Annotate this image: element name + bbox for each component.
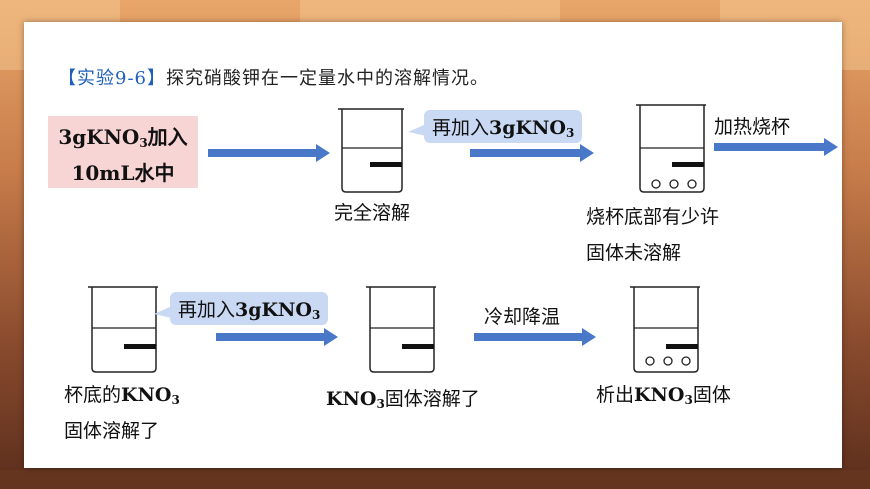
flow-arrows: [208, 138, 838, 346]
arrow-3: [714, 138, 838, 156]
beaker-heated: [88, 286, 158, 373]
step4-bubble: 再加入3gKNO3: [154, 292, 329, 325]
arrow-2: [470, 144, 594, 162]
start-condition-box: 3gKNO3加入 10mL水中: [48, 116, 198, 188]
arrow-4: [216, 328, 338, 346]
background-floor: [0, 470, 870, 489]
step3-result-line1: 杯底的KNO3: [64, 384, 180, 407]
arrow-5: [474, 328, 596, 346]
start-line1: 3gKNO3加入: [58, 125, 188, 150]
step3-result-line2: 固体溶解了: [64, 420, 160, 442]
step4-result: KNO3固体溶解了: [326, 388, 480, 411]
step2-arrow-label: 加热烧杯: [714, 116, 791, 138]
step1-bubble: 再加入3gKNO3: [408, 110, 583, 143]
experiment-title: 探究硝酸钾在一定量水中的溶解情况。: [166, 68, 489, 89]
step2-result-line2: 固体未溶解: [586, 242, 682, 264]
step1-result: 完全溶解: [334, 202, 411, 224]
experiment-tag: 【实验9-6】: [58, 68, 166, 89]
arrow-1: [208, 144, 330, 162]
step2-result-line1: 烧杯底部有少许: [586, 206, 720, 228]
beaker-dissolved: [338, 108, 404, 193]
start-line2: 10mL水中: [71, 161, 175, 185]
slide: 【实验9-6】探究硝酸钾在一定量水中的溶解情况。 3gKNO3加入 10mL水中…: [24, 22, 842, 468]
beaker-crystallized: [630, 286, 700, 373]
beaker-dissolved-again: [366, 286, 436, 373]
beaker-undissolved: [636, 104, 706, 193]
step5-result: 析出KNO3固体: [596, 384, 731, 407]
step5-arrow-label: 冷却降温: [484, 306, 561, 328]
slide-title: 【实验9-6】探究硝酸钾在一定量水中的溶解情况。: [58, 64, 489, 90]
